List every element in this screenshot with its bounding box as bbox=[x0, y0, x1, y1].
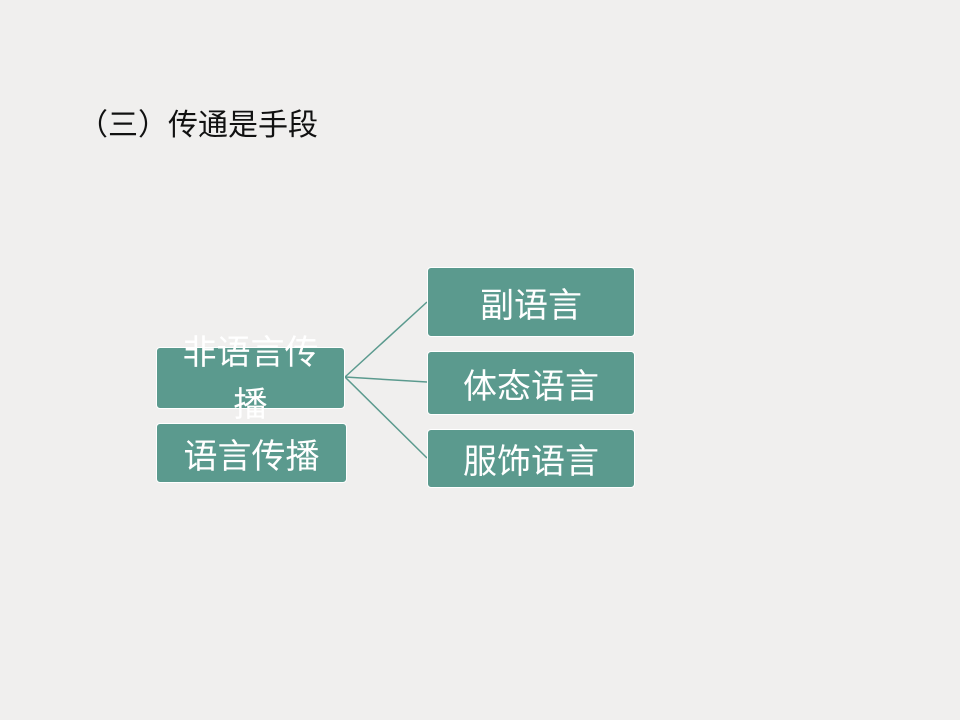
node-body-language: 体态语言 bbox=[427, 351, 635, 415]
slide-title: （三）传通是手段 bbox=[78, 108, 318, 143]
node-paralanguage: 副语言 bbox=[427, 267, 635, 337]
connector-to-paralanguage bbox=[344, 301, 428, 378]
node-body-language-label: 体态语言 bbox=[463, 366, 599, 407]
connector-to-body-language bbox=[344, 376, 428, 383]
node-dress-language-label: 服饰语言 bbox=[463, 442, 599, 482]
node-paralanguage-label: 副语言 bbox=[480, 285, 582, 326]
node-nonverbal-label: 非语言传播 bbox=[182, 333, 319, 425]
connector-to-dress-language bbox=[344, 376, 428, 459]
node-verbal-label: 语言传播 bbox=[183, 436, 320, 477]
node-nonverbal-communication: 非语言传播 bbox=[156, 333, 345, 425]
node-verbal-communication: 语言传播 bbox=[156, 423, 347, 483]
node-dress-language: 服饰语言 bbox=[427, 429, 635, 488]
